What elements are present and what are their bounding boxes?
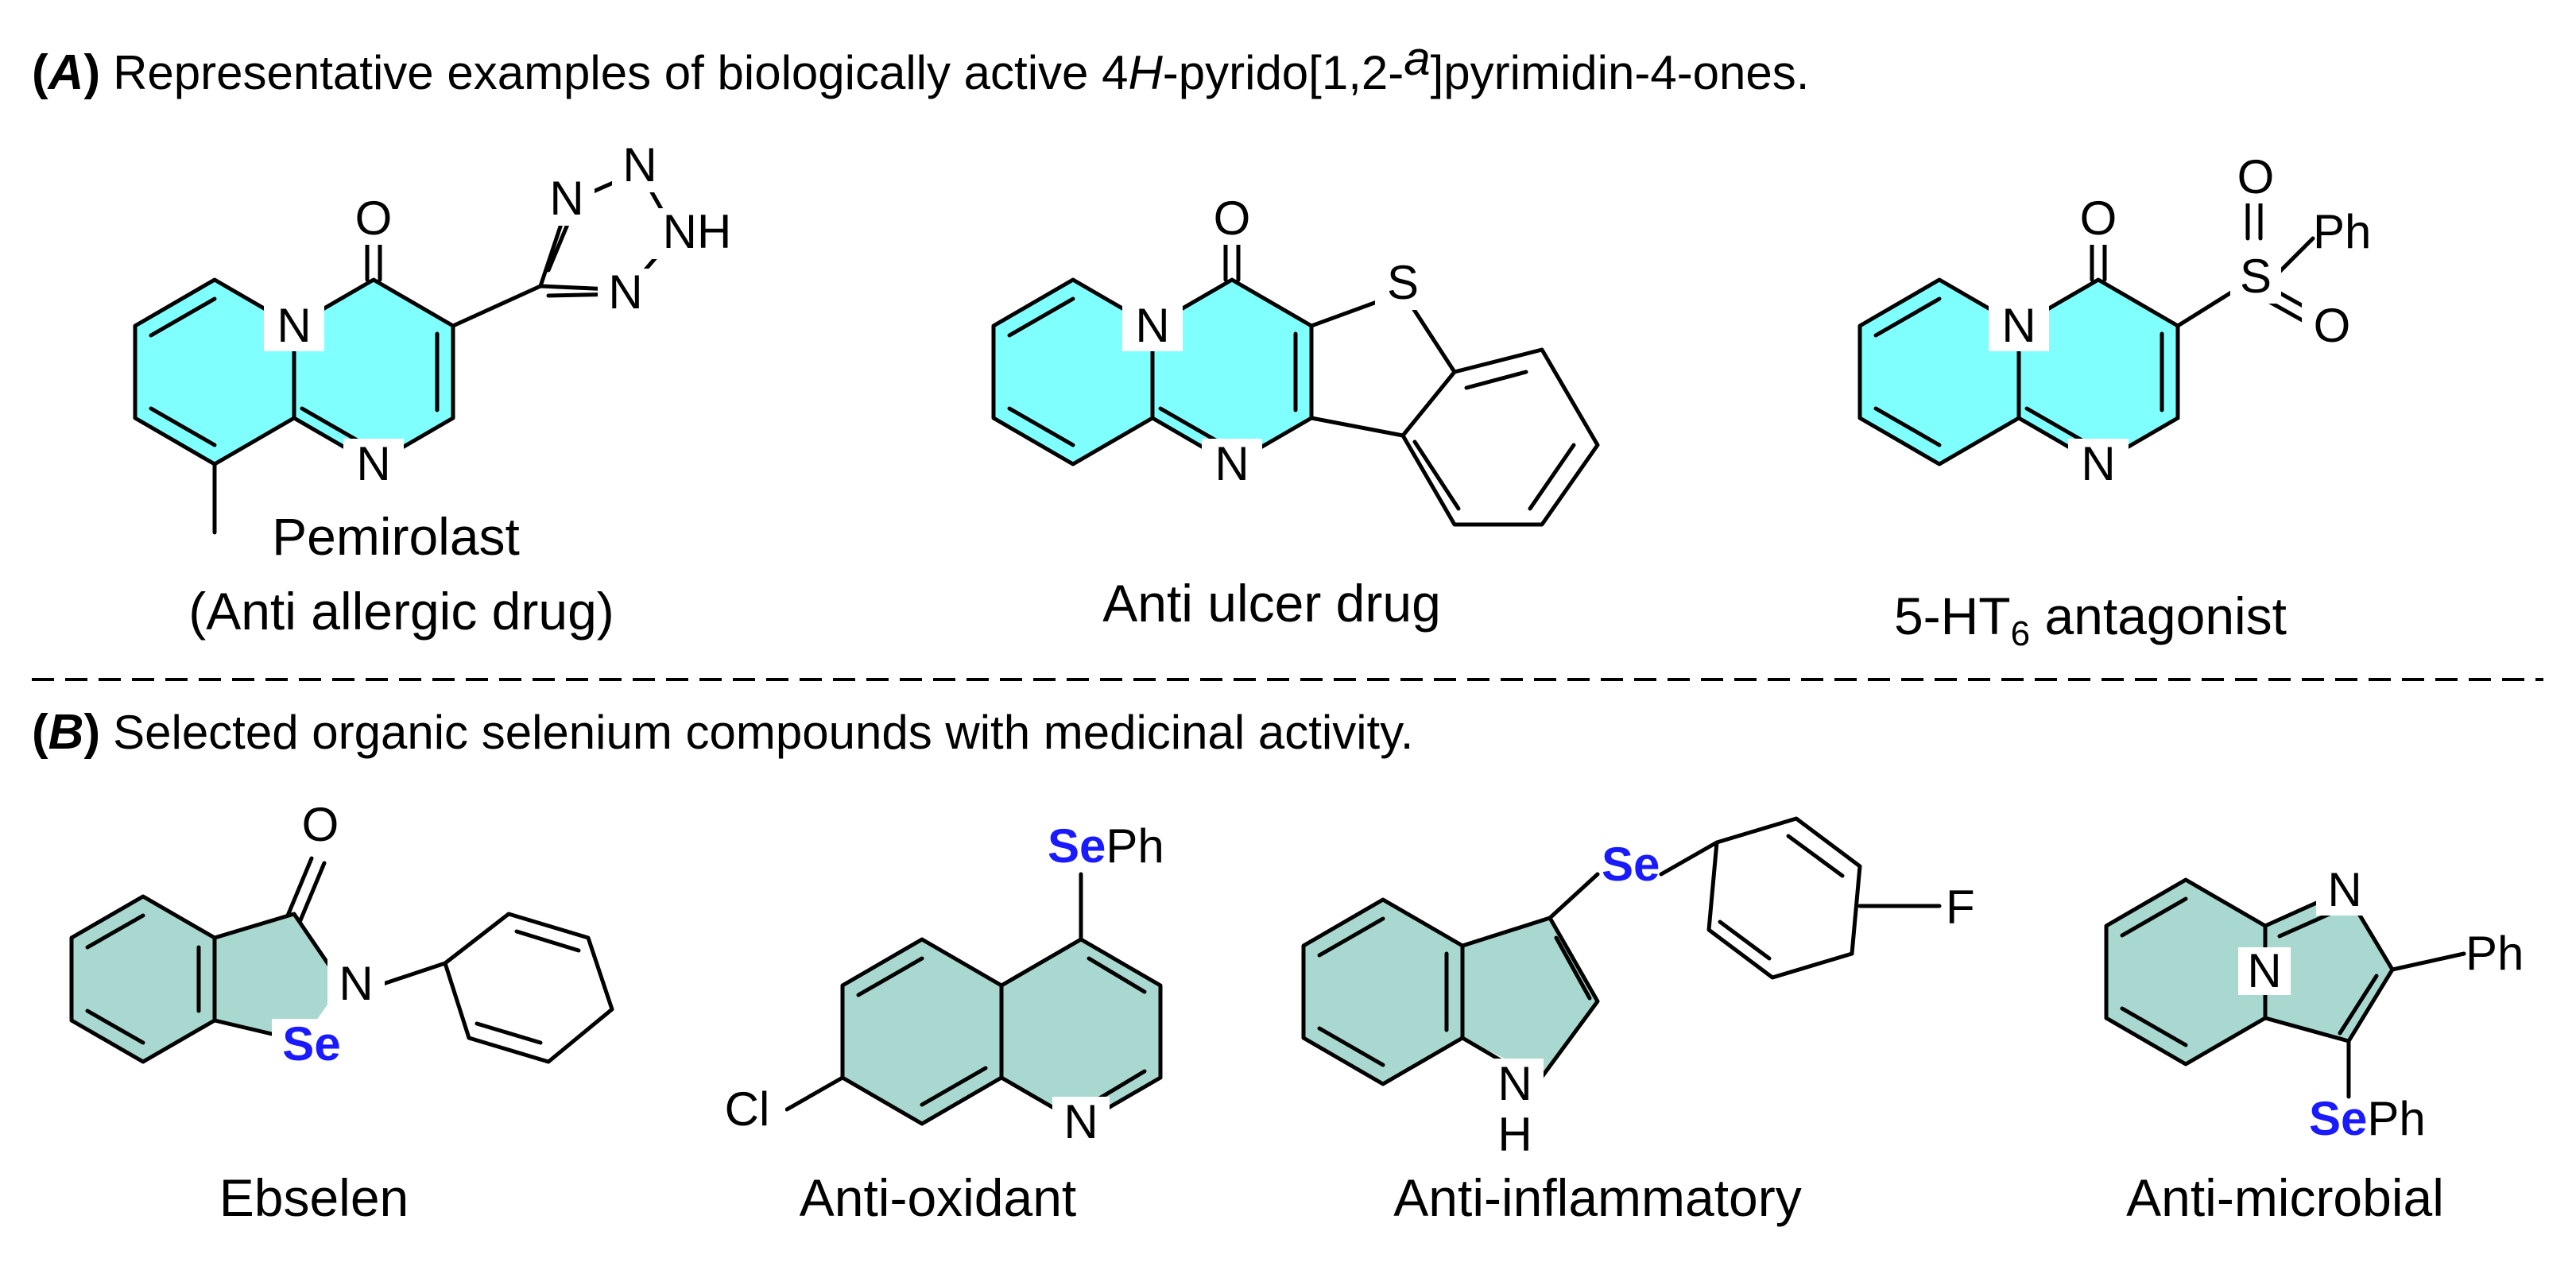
- section-b-heading-text: Selected organic selenium compounds with…: [113, 706, 1413, 759]
- antagonist-sulfonyl: [2175, 195, 2315, 328]
- anti-inflammatory-fluorophenyl: [1659, 816, 1942, 980]
- pemirolast-ring-fill-pyrimidinone: [294, 280, 453, 464]
- section-a-heading-part-3: -pyrido[1,2-: [1163, 46, 1404, 99]
- anti-inflammatory-atom-h: H: [1497, 1108, 1532, 1161]
- ebselen-ring-fill-isoselenazolone: [215, 914, 342, 1041]
- anti-microbial-atom-ph: Ph: [2466, 927, 2524, 980]
- ebselen-carbonyl: [285, 856, 327, 923]
- anti-inflammatory-se-bond: [1548, 872, 1600, 920]
- section-a-heading-italic-h: H: [1128, 46, 1163, 99]
- antagonist-atom-n-bottom: N: [2081, 437, 2115, 490]
- section-b-paren-open: (: [32, 705, 48, 760]
- pemirolast-atom-tz-n1: N: [549, 172, 583, 225]
- molecule-pemirolast: O N N N N NH N: [133, 138, 746, 535]
- anti-ulcer-label: Anti ulcer drug: [1102, 574, 1441, 633]
- antagonist-atom-ph: Ph: [2313, 205, 2371, 258]
- anti-inflammatory-label: Anti-inflammatory: [1393, 1168, 1801, 1227]
- antagonist-label-subscript: 6: [2011, 614, 2030, 653]
- anti-oxidant-atom-se: SePh: [1048, 819, 1164, 873]
- pemirolast-label-line2: (Anti allergic drug): [188, 582, 614, 641]
- antagonist-label-tail: antagonist: [2030, 587, 2287, 645]
- antagonist-atom-o: O: [2080, 192, 2117, 245]
- anti-oxidant-ring-fill-pyridine: [1001, 939, 1160, 1124]
- anti-microbial-atom-n-bridge: N: [2247, 944, 2281, 997]
- section-a-heading-italic-a: a: [1404, 32, 1430, 85]
- molecule-anti-ulcer: O N N S: [991, 192, 1600, 527]
- molecule-anti-inflammatory: Se F N H: [1301, 816, 1975, 1161]
- antagonist-atom-so-o2: O: [2314, 299, 2351, 352]
- pemirolast-atom-tz-n3: N: [608, 265, 642, 319]
- anti-oxidant-atom-cl: Cl: [725, 1082, 770, 1136]
- molecule-anti-oxidant: SePh Cl N: [706, 819, 1164, 1148]
- anti-ulcer-atom-n-ring: N: [1135, 299, 1169, 352]
- anti-microbial-se-text: Se: [2309, 1092, 2367, 1145]
- ebselen-atom-o: O: [302, 798, 339, 851]
- anti-ulcer-benzene: [1400, 347, 1600, 527]
- anti-inflammatory-atom-n: N: [1497, 1057, 1532, 1110]
- antagonist-atom-n-ring: N: [2001, 299, 2036, 352]
- section-a-heading-part-5: ]pyrimidin-4-ones.: [1431, 46, 1810, 99]
- anti-ulcer-ring-fill-pyridine: [994, 280, 1152, 464]
- anti-inflammatory-atom-se: Se: [1602, 838, 1660, 891]
- ebselen-atom-se: Se: [282, 1017, 340, 1070]
- anti-ulcer-atom-o: O: [1214, 192, 1251, 245]
- antagonist-carbonyl: [2090, 236, 2107, 282]
- antagonist-ring-fill-pyrimidinone: [2019, 280, 2178, 464]
- anti-oxidant-ring-fill-benzene: [843, 939, 1001, 1124]
- anti-microbial-se-ph-text: Ph: [2367, 1092, 2425, 1145]
- pemirolast-ring-fill-pyridine: [135, 280, 294, 464]
- anti-microbial-atom-seph: SePh: [2309, 1092, 2426, 1145]
- anti-microbial-ring-fill-pyridine: [2106, 880, 2265, 1064]
- section-b-heading: (B)Selected organic selenium compounds w…: [32, 705, 1413, 760]
- ebselen-phenyl: [371, 912, 614, 1064]
- ebselen-label: Ebselen: [219, 1168, 409, 1227]
- anti-microbial-label: Anti-microbial: [2126, 1168, 2444, 1227]
- anti-microbial-atom-n: N: [2327, 863, 2361, 916]
- pemirolast-carbonyl: [365, 236, 382, 282]
- section-a-heading: (A)Representative examples of biological…: [32, 32, 1809, 100]
- antagonist-ring-fill-pyridine: [1860, 280, 2019, 464]
- section-a-heading-part-1: Representative examples of biologically …: [113, 46, 1128, 99]
- section-a-letter: A: [47, 45, 84, 100]
- anti-ulcer-ring-fill-pyrimidinone: [1152, 280, 1311, 464]
- antagonist-atom-s: S: [2240, 250, 2272, 303]
- antagonist-label: 5-HT6 antagonist: [1894, 587, 2287, 653]
- section-a-paren-close: ): [83, 45, 100, 100]
- ebselen-ring-fill-benzene: [72, 896, 215, 1062]
- anti-inflammatory-ring-fill-pyrrole: [1462, 918, 1598, 1077]
- anti-inflammatory-atom-f: F: [1946, 881, 1975, 934]
- anti-ulcer-thiophene: [1309, 290, 1457, 438]
- anti-oxidant-ph-text: Ph: [1106, 819, 1164, 873]
- section-b-letter: B: [48, 705, 84, 760]
- anti-ulcer-atom-n-bottom: N: [1214, 437, 1249, 490]
- pemirolast-atom-n-bottom: N: [356, 437, 390, 490]
- pemirolast-label: Pemirolast: [272, 507, 520, 566]
- molecule-5ht6-antagonist: O N N S O O Ph: [1857, 150, 2371, 490]
- anti-oxidant-se-text: Se: [1048, 819, 1106, 873]
- pemirolast-atom-tz-nh: NH: [663, 205, 732, 258]
- antagonist-label-main: 5-HT: [1894, 587, 2011, 645]
- anti-oxidant-cl-bond: [784, 1075, 845, 1112]
- ebselen-atom-n: N: [339, 957, 373, 1010]
- antagonist-atom-so-o1: O: [2237, 150, 2275, 203]
- section-a-paren-open: (: [32, 45, 48, 100]
- pemirolast-atom-o: O: [355, 192, 393, 245]
- section-b-paren-close: ): [83, 705, 100, 760]
- anti-ulcer-carbonyl: [1223, 236, 1241, 282]
- pemirolast-atom-n-ring: N: [277, 299, 311, 352]
- anti-ulcer-atom-s: S: [1387, 256, 1419, 309]
- pemirolast-atom-tz-n2: N: [622, 138, 657, 192]
- anti-microbial-ph-bond: [2390, 951, 2466, 972]
- molecule-ebselen: O N Se: [69, 798, 614, 1070]
- anti-oxidant-label: Anti-oxidant: [800, 1168, 1077, 1227]
- anti-inflammatory-ring-fill-benzene: [1303, 900, 1462, 1084]
- anti-oxidant-atom-n: N: [1063, 1095, 1098, 1148]
- molecule-anti-microbial: N N Ph SePh: [2104, 863, 2524, 1145]
